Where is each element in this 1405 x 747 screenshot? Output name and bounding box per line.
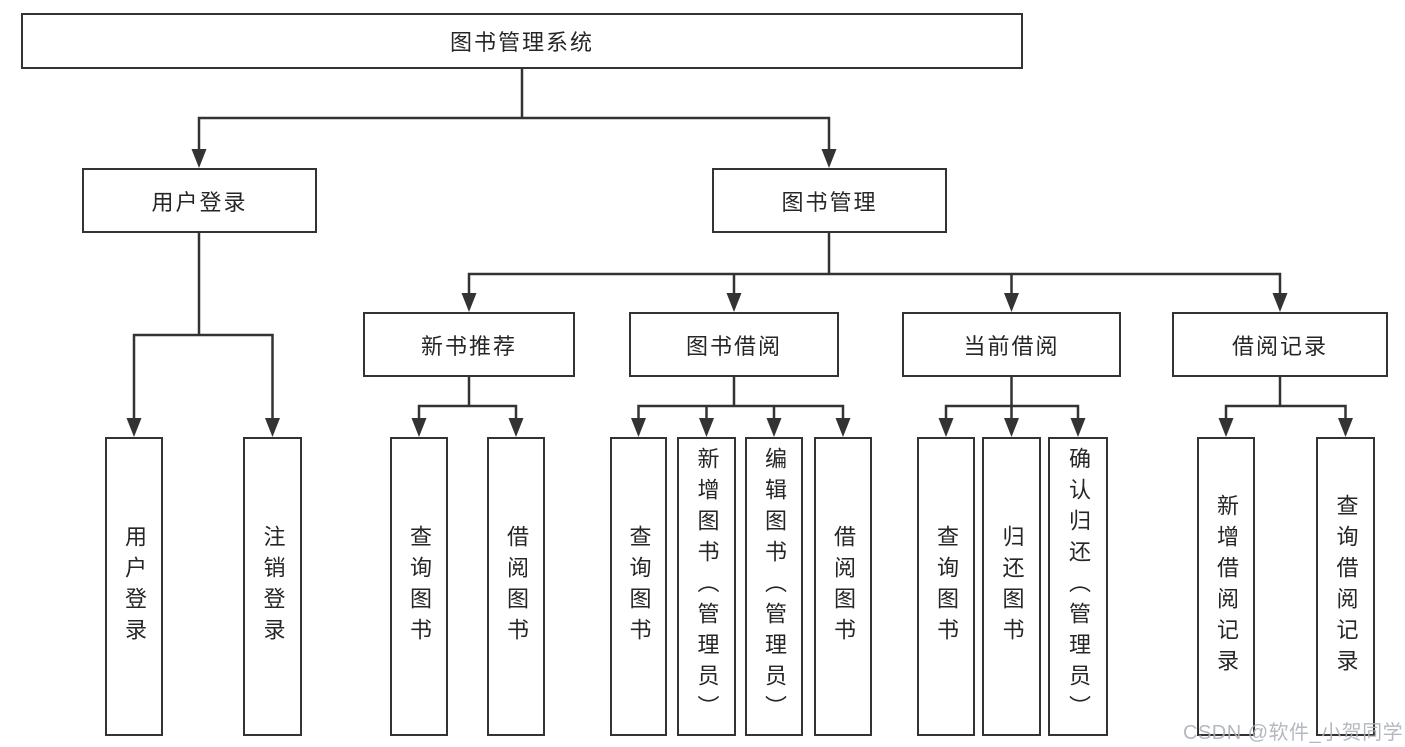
watermark: CSDN @软件_小贺同学 [1183,722,1404,744]
leaf-query-books-borrowing-label: 查询图书 [626,524,652,649]
node-user-login-label: 用户登录 [151,189,248,215]
leaf-query-borrow-record-label: 查询借阅记录 [1333,493,1359,680]
leaf-query-books-borrowing: 查询图书 [610,437,667,736]
leaf-confirm-return-admin: 确认归还（管理员） [1048,437,1108,736]
node-root: 图书管理系统 [21,13,1023,69]
leaf-query-books-current: 查询图书 [917,437,975,736]
node-root-label: 图书管理系统 [449,30,594,55]
leaf-query-books-recommend: 查询图书 [390,437,448,736]
node-new-book-recommend-label: 新书推荐 [420,333,517,359]
node-new-book-recommend: 新书推荐 [363,312,575,377]
leaf-edit-book-admin-label: 编辑图书（管理员） [762,447,787,726]
leaf-user-login: 用户登录 [105,437,163,736]
connector-strokes [132,67,1347,422]
leaf-add-book-admin: 新增图书（管理员） [677,437,736,736]
leaf-add-borrow-record: 新增借阅记录 [1197,437,1255,736]
leaf-borrow-books-borrowing: 借阅图书 [814,437,872,736]
leaf-logout: 注销登录 [243,437,302,736]
leaf-add-borrow-record-label: 新增借阅记录 [1214,493,1239,680]
leaf-user-login-label: 用户登录 [122,524,147,649]
leaf-query-borrow-record: 查询借阅记录 [1316,437,1375,736]
leaf-borrow-books-recommend-label: 借阅图书 [504,524,529,649]
node-current-borrowing: 当前借阅 [902,312,1121,377]
node-book-management: 图书管理 [712,168,947,233]
node-book-borrowing: 图书借阅 [629,312,839,377]
leaf-confirm-return-admin-label: 确认归还（管理员） [1066,447,1091,726]
node-book-management-label: 图书管理 [781,189,878,215]
arrowheads [126,149,1353,437]
leaf-borrow-books-borrowing-label: 借阅图书 [831,524,856,649]
node-current-borrowing-label: 当前借阅 [963,333,1060,359]
node-borrowing-records-label: 借阅记录 [1231,333,1328,359]
leaf-query-books-recommend-label: 查询图书 [407,524,432,649]
leaf-return-book-label: 归还图书 [999,524,1025,649]
leaf-logout-label: 注销登录 [260,524,286,649]
node-borrowing-records: 借阅记录 [1172,312,1388,377]
leaf-edit-book-admin: 编辑图书（管理员） [745,437,803,736]
node-book-borrowing-label: 图书借阅 [685,333,782,359]
leaf-add-book-admin-label: 新增图书（管理员） [694,447,720,726]
leaf-return-book: 归还图书 [982,437,1041,736]
node-user-login: 用户登录 [82,168,317,233]
leaf-query-books-current-label: 查询图书 [934,524,959,649]
leaf-borrow-books-recommend: 借阅图书 [487,437,545,736]
